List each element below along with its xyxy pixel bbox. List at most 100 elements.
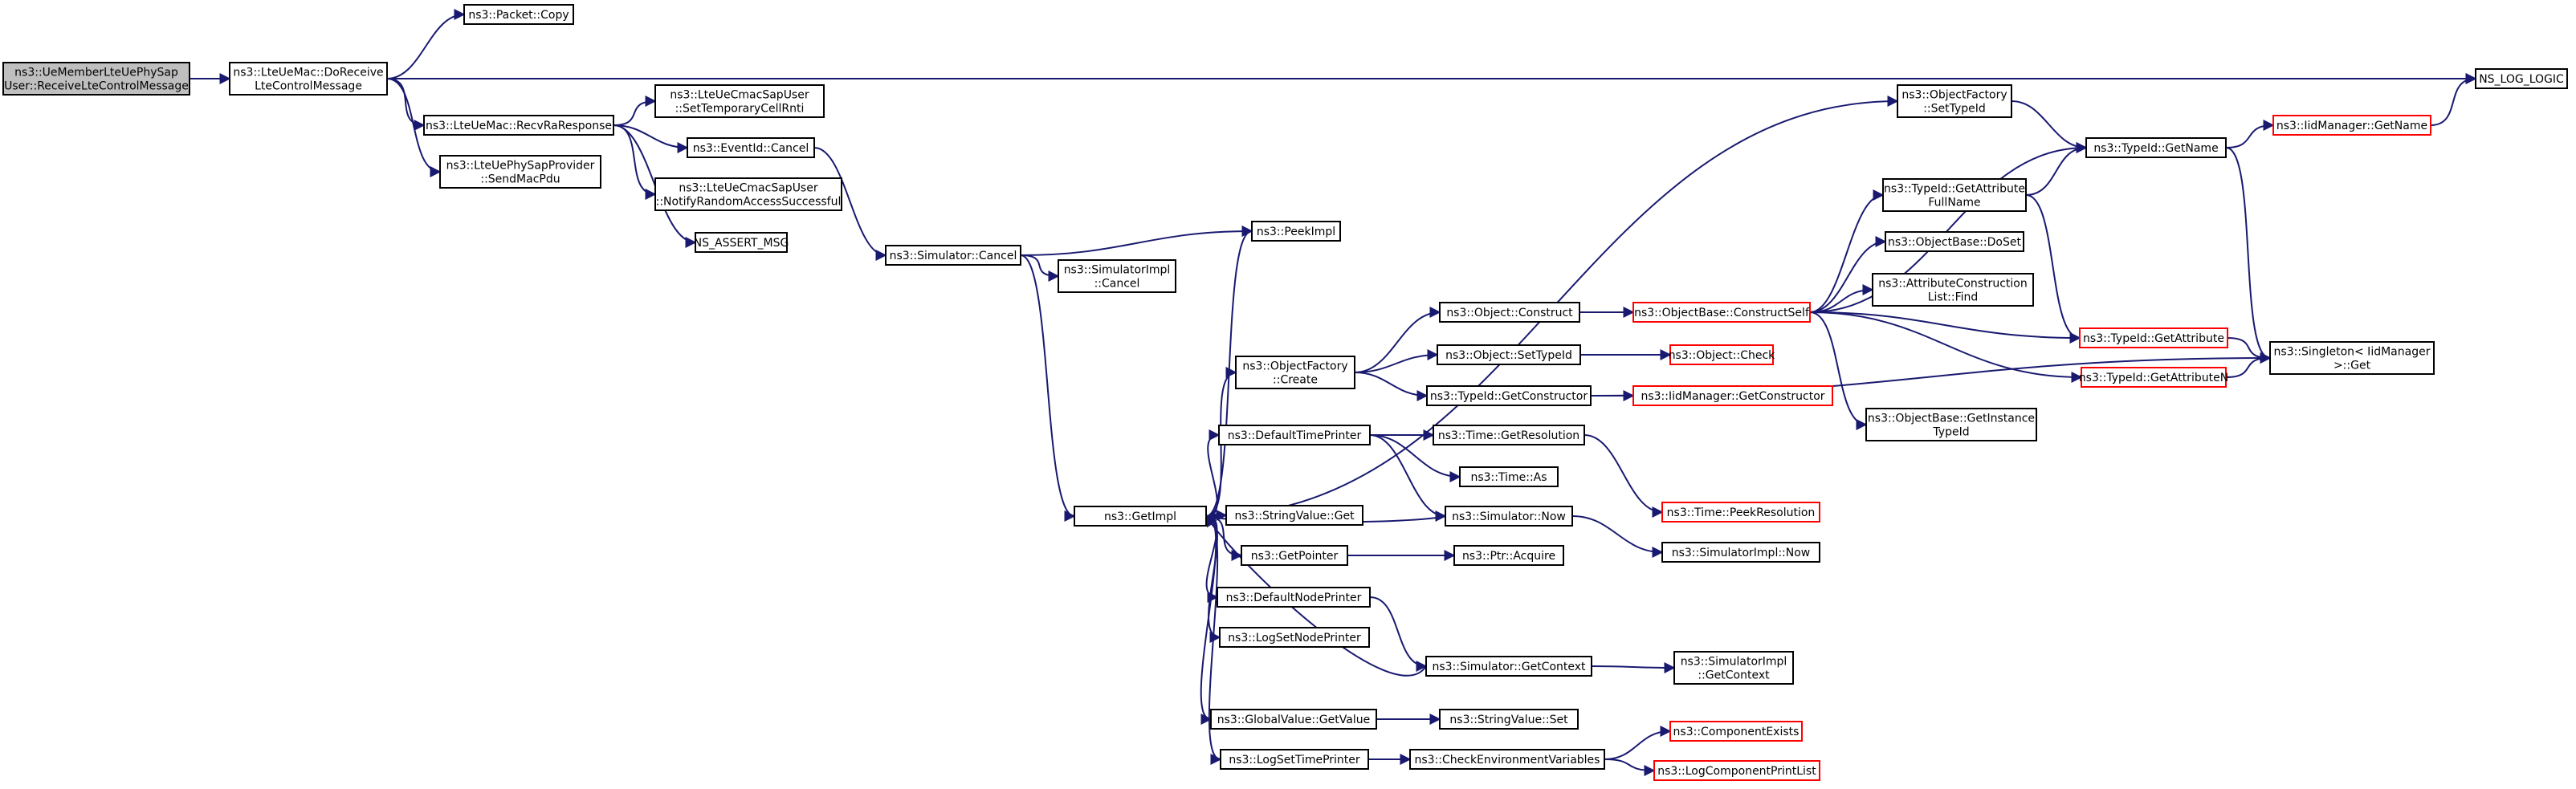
graph-node-n9[interactable]: NS_ASSERT_MSG bbox=[694, 232, 789, 253]
node-box bbox=[2085, 137, 2227, 158]
node-box bbox=[463, 4, 574, 25]
node-box bbox=[1217, 587, 1371, 608]
node-label-line: ns3::Time::As bbox=[1470, 471, 1547, 484]
node-box bbox=[1425, 656, 1592, 677]
node-label-line: ::SetTemporaryCellRnti bbox=[675, 103, 805, 116]
node-label-line: ns3::PeekImpl bbox=[1257, 226, 1335, 238]
node-label-line: ns3::LogSetNodePrinter bbox=[1228, 632, 1361, 645]
graph-node-n12[interactable]: ns3::SimulatorImpl::Cancel bbox=[1058, 259, 1176, 293]
graph-node-n23[interactable]: ns3::Object::Construct bbox=[1439, 302, 1580, 323]
graph-node-n4[interactable]: ns3::LteUeMac::RecvRaResponse bbox=[423, 115, 614, 136]
node-box bbox=[229, 62, 388, 96]
node-box bbox=[1653, 760, 1820, 781]
node-box bbox=[1433, 425, 1585, 445]
graph-node-n49[interactable]: ns3::Singleton< IidManager>::Get bbox=[2269, 341, 2435, 375]
graph-node-n38[interactable]: ns3::SimulatorImpl::GetContext bbox=[1673, 651, 1794, 685]
graph-node-n40[interactable]: ns3::LogComponentPrintList bbox=[1653, 760, 1820, 781]
graph-node-n22[interactable]: ns3::LogSetTimePrinter bbox=[1220, 749, 1369, 770]
node-box bbox=[1437, 344, 1581, 365]
node-box bbox=[1235, 356, 1355, 389]
node-box bbox=[1882, 178, 2027, 212]
node-box bbox=[1439, 709, 1579, 730]
graph-node-n43[interactable]: ns3::ObjectBase::DoSet bbox=[1885, 231, 2024, 252]
node-label-line: ns3::Simulator::Now bbox=[1452, 510, 1566, 523]
call-edge-n10-n13 bbox=[1020, 254, 1076, 522]
graph-node-n29[interactable]: ns3::Ptr::Acquire bbox=[1453, 545, 1564, 566]
node-box bbox=[1459, 466, 1559, 487]
call-edge-n14-n41 bbox=[2011, 100, 2088, 153]
call-edge-n10-n12 bbox=[1020, 254, 1060, 282]
node-label-line: LteControlMessage bbox=[255, 80, 362, 93]
graph-node-n1[interactable]: ns3::LteUeMac::DoReceiveLteControlMessag… bbox=[229, 62, 388, 96]
node-box bbox=[2269, 341, 2435, 375]
graph-node-n17[interactable]: ns3::StringValue::Get bbox=[1225, 505, 1363, 526]
graph-node-n19[interactable]: ns3::DefaultNodePrinter bbox=[1217, 587, 1371, 608]
node-label-line: List::Find bbox=[1928, 291, 1979, 304]
graph-node-n31[interactable]: ns3::StringValue::Set bbox=[1439, 709, 1579, 730]
graph-node-n13[interactable]: ns3::GetImpl bbox=[1074, 506, 1207, 527]
graph-node-n10[interactable]: ns3::Simulator::Cancel bbox=[885, 245, 1021, 266]
node-box bbox=[654, 84, 825, 118]
node-label-line: ns3::UeMemberLteUePhySap bbox=[14, 67, 178, 79]
graph-node-n8[interactable]: ns3::LteUeCmacSapUser::NotifyRandomAcces… bbox=[654, 177, 842, 211]
node-label-line: ns3::Time::PeekResolution bbox=[1667, 506, 1816, 519]
graph-node-n11[interactable]: ns3::PeekImpl bbox=[1251, 221, 1341, 242]
call-edge-n42-n41 bbox=[2025, 142, 2088, 196]
graph-node-n37[interactable]: ns3::SimulatorImpl::Now bbox=[1661, 542, 1820, 563]
graph-node-n36[interactable]: ns3::Time::PeekResolution bbox=[1661, 502, 1820, 523]
graph-node-n5[interactable]: ns3::LteUePhySapProvider::SendMacPdu bbox=[439, 155, 601, 189]
graph-node-n24[interactable]: ns3::Object::SetTypeId bbox=[1437, 344, 1581, 365]
graph-node-n16[interactable]: ns3::DefaultTimePrinter bbox=[1218, 425, 1371, 445]
graph-node-n2[interactable]: ns3::Packet::Copy bbox=[463, 4, 574, 25]
graph-node-n27[interactable]: ns3::Time::As bbox=[1459, 466, 1559, 487]
graph-node-n34[interactable]: ns3::Object::Check bbox=[1669, 344, 1775, 365]
graph-node-n7[interactable]: ns3::EventId::Cancel bbox=[687, 137, 815, 158]
node-label-line: ns3::ObjectBase::ConstructSelf bbox=[1634, 307, 1810, 319]
node-label-line: ns3::Ptr::Acquire bbox=[1462, 550, 1555, 563]
graph-node-n39[interactable]: ns3::ComponentExists bbox=[1669, 721, 1803, 742]
node-label-line: ns3::Object::SetTypeId bbox=[1445, 349, 1572, 362]
node-label-line: ns3::ObjectFactory bbox=[1242, 360, 1347, 373]
node-label-line: ns3::GlobalValue::GetValue bbox=[1217, 714, 1370, 726]
graph-node-n25[interactable]: ns3::TypeId::GetConstructor bbox=[1426, 385, 1592, 406]
call-edge-n33-n42 bbox=[1809, 189, 1885, 313]
graph-node-n41[interactable]: ns3::TypeId::GetName bbox=[2085, 137, 2227, 158]
node-label-line: ns3::EventId::Cancel bbox=[693, 142, 809, 155]
node-box bbox=[2475, 68, 2568, 89]
node-label-line: ns3::Packet::Copy bbox=[468, 9, 569, 22]
graph-node-n46[interactable]: ns3::TypeId::GetAttributeN bbox=[2079, 367, 2228, 388]
graph-node-n45[interactable]: ns3::TypeId::GetAttribute bbox=[2079, 327, 2228, 348]
call-edge-n33-n47 bbox=[1809, 311, 1868, 430]
graph-node-n3[interactable]: NS_LOG_LOGIC bbox=[2475, 68, 2568, 89]
call-edge-n1-n4 bbox=[386, 78, 426, 131]
graph-node-n48[interactable]: ns3::IidManager::GetName bbox=[2272, 115, 2431, 136]
graph-node-n6[interactable]: ns3::LteUeCmacSapUser::SetTemporaryCellR… bbox=[654, 84, 825, 118]
call-edge-n42-n45 bbox=[2025, 194, 2081, 344]
node-label-line: ns3::Simulator::GetContext bbox=[1432, 661, 1586, 673]
node-label-line: ns3::Object::Check bbox=[1669, 349, 1775, 362]
node-label-line: ns3::TypeId::GetAttributeN bbox=[2079, 372, 2228, 384]
node-label-line: >::Get bbox=[2333, 360, 2371, 372]
node-box bbox=[654, 177, 842, 211]
call-edge-n32-n40 bbox=[1604, 758, 1656, 776]
graph-node-n30[interactable]: ns3::Simulator::GetContext bbox=[1425, 656, 1592, 677]
node-label-line: TypeId bbox=[1932, 426, 1969, 439]
graph-node-n32[interactable]: ns3::CheckEnvironmentVariables bbox=[1409, 749, 1605, 770]
node-box bbox=[2081, 367, 2227, 388]
graph-node-n15[interactable]: ns3::ObjectFactory::Create bbox=[1235, 356, 1355, 389]
graph-node-n26[interactable]: ns3::Time::GetResolution bbox=[1433, 425, 1585, 445]
graph-node-n14[interactable]: ns3::ObjectFactory::SetTypeId bbox=[1897, 84, 2012, 118]
graph-node-n35[interactable]: ns3::IidManager::GetConstructor bbox=[1632, 385, 1833, 406]
node-box bbox=[1661, 542, 1820, 563]
graph-node-n21[interactable]: ns3::GlobalValue::GetValue bbox=[1210, 709, 1377, 730]
graph-node-n18[interactable]: ns3::GetPointer bbox=[1241, 545, 1348, 566]
node-label-line: ns3::TypeId::GetAttribute bbox=[1884, 183, 2025, 196]
graph-node-n28[interactable]: ns3::Simulator::Now bbox=[1445, 506, 1573, 527]
graph-node-n33[interactable]: ns3::ObjectBase::ConstructSelf bbox=[1632, 302, 1811, 323]
node-label-line: ns3::SimulatorImpl::Now bbox=[1672, 547, 1811, 559]
graph-node-n20[interactable]: ns3::LogSetNodePrinter bbox=[1219, 627, 1370, 648]
